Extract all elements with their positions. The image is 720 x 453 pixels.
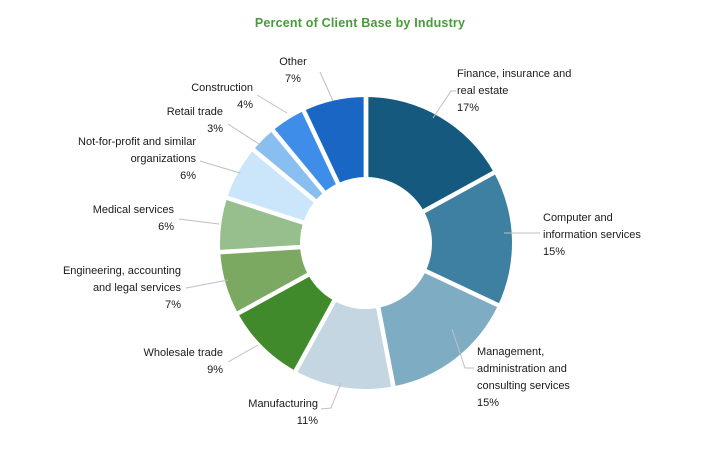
slice-separator [364, 169, 497, 245]
leader-line-manufacturing [320, 382, 342, 410]
slice-separator [363, 242, 396, 389]
callout-retail-trade: Retail trade 3% [167, 104, 223, 138]
callout-label-line: Retail trade [166, 106, 223, 118]
callout-percent: 9% [207, 364, 223, 376]
callout-finance-insurance-and-real-estate: Finance, insurance and real estate 17% [457, 66, 571, 117]
callout-label-line: Engineering, accounting [62, 265, 181, 277]
callout-label-line: information services [543, 229, 641, 241]
callout-percent: 7% [165, 299, 181, 311]
callout-computer-and-information-services: Computer and information services 15% [543, 210, 641, 261]
slice-retail-trade [253, 130, 324, 201]
leader-line-retail-trade [227, 123, 263, 147]
slice-construction [272, 110, 338, 193]
callout-label-line: Computer and [543, 212, 613, 224]
chart-title: Percent of Client Base by Industry [254, 16, 466, 30]
callout-percent: 3% [207, 123, 223, 135]
slice-separator [250, 146, 368, 245]
callout-other: Other 7% [279, 54, 307, 88]
callout-percent: 15% [543, 246, 566, 258]
slice-other [303, 97, 366, 184]
callout-label-line: Manufacturing [248, 398, 318, 410]
leader-line-finance-insurance-and-real-estate [432, 90, 456, 119]
callout-percent: 6% [158, 221, 174, 233]
slice-manufacturing [295, 300, 394, 389]
slice-finance-insurance-and-real-estate [366, 97, 494, 212]
slice-separator [300, 108, 369, 244]
callout-percent: 17% [457, 102, 480, 114]
slice-separator [292, 241, 368, 374]
callout-label-line: Management, [477, 346, 545, 358]
leader-line-other [319, 71, 334, 102]
callout-management-administration-and-consulting-services: Management, administration and consulting … [477, 344, 570, 412]
leader-line-engineering-accounting-and-legal-services [185, 279, 229, 289]
callout-percent: 15% [477, 397, 500, 409]
callout-label-line: Finance, insurance and [457, 68, 572, 80]
callout-label-line: Other [279, 56, 307, 68]
callout-label-line: Construction [191, 82, 253, 94]
callout-label-line: real estate [457, 85, 509, 97]
slice-separator [235, 241, 368, 317]
slice-engineering-accounting-and-legal-services [220, 247, 309, 314]
leader-line-medical-services [178, 218, 220, 225]
callout-label-line: administration and [477, 363, 567, 375]
slice-separator [224, 195, 367, 246]
slice-separator [365, 240, 501, 309]
callout-manufacturing: Manufacturing 11% [248, 396, 318, 430]
callout-medical-services: Medical services 6% [93, 202, 174, 236]
callout-label-line: Wholesale trade [143, 347, 224, 359]
leader-line-construction [256, 94, 288, 114]
callout-percent: 11% [296, 415, 318, 427]
callout-label-line: consulting services [477, 380, 570, 392]
callout-label-line: Not-for-profit and similar [78, 136, 196, 148]
callout-engineering-accounting-and-legal-services: Engineering, accounting and legal service… [63, 263, 181, 314]
callout-construction: Construction 4% [191, 80, 253, 114]
callout-percent: 4% [237, 99, 253, 111]
callout-label-line: and legal services [92, 282, 181, 294]
slice-separator [218, 240, 367, 255]
callout-not-for-profit-and-similar-organizations: Not-for-profit and similar organizations 6… [78, 134, 196, 185]
callout-label-line: Medical services [92, 204, 174, 216]
slice-management-administration-and-consulting-services [378, 271, 499, 387]
callout-wholesale-trade: Wholesale trade 9% [144, 345, 224, 379]
slice-separator [269, 127, 368, 245]
slice-computer-and-information-services [423, 172, 512, 306]
leader-line-not-for-profit-and-similar-organizations [199, 160, 241, 174]
slice-medical-services [220, 197, 304, 253]
slice-wholesale-trade [238, 274, 335, 371]
leader-line-management-administration-and-consulting-services [451, 328, 474, 369]
callout-percent: 6% [180, 170, 196, 182]
leader-line-wholesale-trade [227, 344, 259, 363]
callout-label-line: organizations [130, 153, 196, 165]
callout-percent: 7% [285, 73, 301, 85]
